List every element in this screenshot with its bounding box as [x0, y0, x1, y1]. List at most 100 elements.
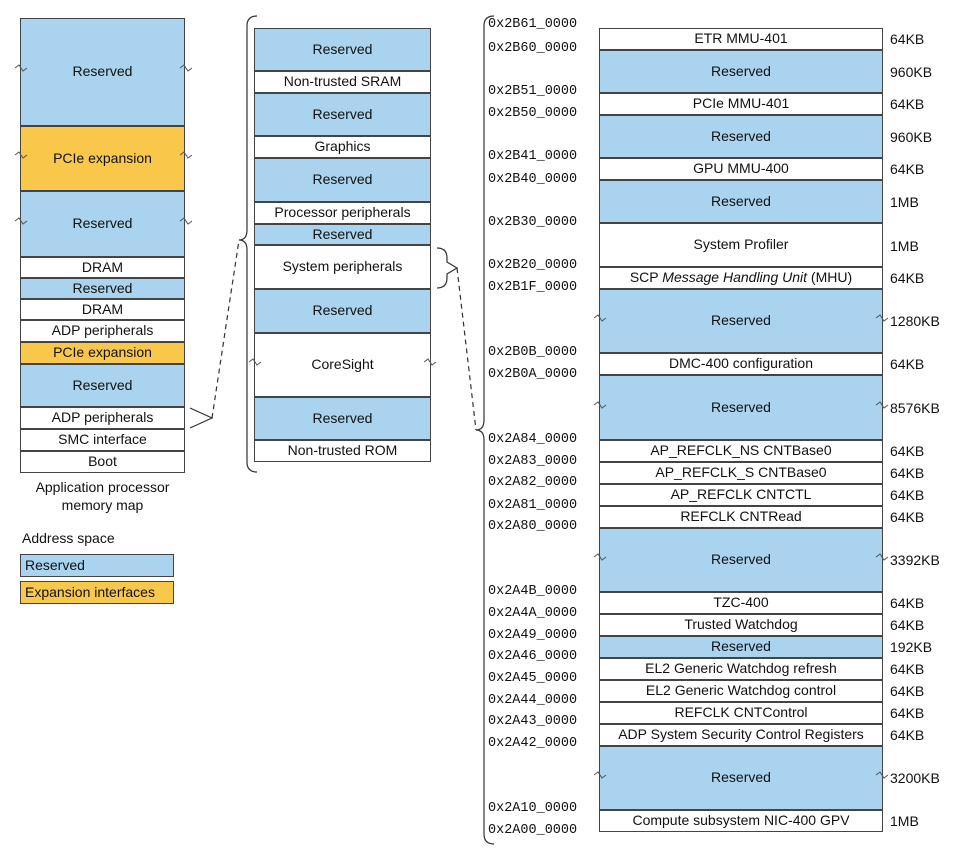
address-label: 0x2A46_0000 [488, 649, 578, 664]
adp-block-non-trusted-rom: Non-trusted ROM [254, 440, 431, 462]
sys-block-scp-mhu: SCP Message Handling Unit (MHU) [599, 267, 883, 289]
sys-block-dmc-400-configuration: DMC-400 configuration [599, 353, 883, 375]
address-label: 0x2A00_0000 [488, 823, 578, 838]
adp-block-processor-peripherals: Processor peripherals [254, 202, 431, 224]
address-label: 0x2B50_0000 [488, 106, 578, 121]
sys-block-ap-refclk-s-cntbase0: AP_REFCLK_S CNTBase0 [599, 462, 883, 484]
app-block-adp-peripherals-1: ADP peripherals [20, 320, 185, 342]
sys-block-scp-mhu-label: SCP Message Handling Unit (MHU) [629, 269, 853, 286]
address-label: 0x2B40_0000 [488, 172, 578, 187]
size-label: 64KB [890, 683, 925, 699]
address-label: 0x2A42_0000 [488, 736, 578, 751]
adp-block-system-peripherals: System peripherals [254, 245, 431, 289]
app-block-reserved-2: Reserved [20, 191, 185, 257]
size-label: 64KB [890, 595, 925, 611]
sys-block-refclk-cntcontrol: REFCLK CNTControl [599, 702, 883, 724]
size-label: 64KB [890, 356, 925, 372]
address-label: 0x2B0B_0000 [488, 345, 578, 360]
size-label: 1MB [890, 813, 919, 829]
sys-block-ap-refclk-cntctl: AP_REFCLK CNTCTL [599, 484, 883, 506]
address-label: 0x2A10_0000 [488, 801, 578, 816]
legend-item-reserved: Reserved [20, 554, 174, 577]
sys-block-reserved-5: Reserved [599, 375, 883, 440]
sys-block-reserved-1: Reserved [599, 50, 883, 93]
size-label: 64KB [890, 465, 925, 481]
size-label: 1280KB [890, 313, 940, 329]
address-label: 0x2A4B_0000 [488, 584, 578, 599]
size-label: 3392KB [890, 552, 940, 568]
adp-pointer [189, 407, 214, 429]
adp-block-reserved-6: Reserved [254, 397, 431, 440]
dashed-connector-2 [456, 267, 477, 431]
adp-block-reserved-3: Reserved [254, 158, 431, 202]
size-label: 1MB [890, 194, 919, 210]
app-block-pcie-expansion-2: PCIe expansion [20, 342, 185, 364]
size-label: 64KB [890, 96, 925, 112]
app-block-reserved-3: Reserved [20, 278, 185, 299]
sys-block-reserved-2: Reserved [599, 115, 883, 158]
legend-item-expansion-interfaces: Expansion interfaces [20, 581, 174, 604]
sys-block-el2-watchdog-refresh: EL2 Generic Watchdog refresh [599, 658, 883, 680]
size-label: 64KB [890, 661, 925, 677]
app-block-reserved-1: Reserved [20, 18, 185, 126]
adp-block-non-trusted-sram: Non-trusted SRAM [254, 71, 431, 93]
address-label: 0x2A82_0000 [488, 475, 578, 490]
address-label: 0x2B30_0000 [488, 215, 578, 230]
adp-block-reserved-5: Reserved [254, 289, 431, 333]
app-block-pcie-expansion-1: PCIe expansion [20, 126, 185, 191]
app-map-caption-line-1: Application processor [35, 479, 170, 495]
sys-block-etr-mmu-401: ETR MMU-401 [599, 28, 883, 50]
size-label: 64KB [890, 161, 925, 177]
adp-block-coresight: CoreSight [254, 333, 431, 397]
app-map-caption-line-2: memory map [61, 497, 144, 513]
address-label: 0x2A4A_0000 [488, 606, 578, 621]
size-label: 8576KB [890, 400, 940, 416]
address-label: 0x2B1F_0000 [488, 280, 578, 295]
system-pointer [436, 247, 459, 289]
app-block-dram-2: DRAM [20, 299, 185, 320]
address-label: 0x2B61_0000 [488, 17, 578, 32]
size-label: 192KB [890, 639, 933, 655]
sys-block-adp-security-control: ADP System Security Control Registers [599, 724, 883, 746]
app-block-reserved-4: Reserved [20, 364, 185, 407]
address-label: 0x2B20_0000 [488, 258, 578, 273]
app-block-smc-interface: SMC interface [20, 429, 185, 451]
address-label: 0x2A81_0000 [488, 498, 578, 513]
size-label: 64KB [890, 705, 925, 721]
adp-block-reserved-1: Reserved [254, 28, 431, 71]
size-label: 1MB [890, 238, 919, 254]
address-label: 0x2A49_0000 [488, 628, 578, 643]
adp-block-reserved-4: Reserved [254, 224, 431, 245]
sys-block-tzc-400: TZC-400 [599, 592, 883, 614]
size-label: 3200KB [890, 770, 940, 786]
size-label: 64KB [890, 31, 925, 47]
size-label: 64KB [890, 509, 925, 525]
address-label: 0x2B60_0000 [488, 41, 578, 56]
adp-block-reserved-2: Reserved [254, 93, 431, 136]
address-label: 0x2A43_0000 [488, 714, 578, 729]
sys-block-system-profiler: System Profiler [599, 223, 883, 267]
sys-block-reserved-3: Reserved [599, 180, 883, 223]
sys-block-nic-400-gpv: Compute subsystem NIC-400 GPV [599, 810, 883, 832]
sys-block-ap-refclk-ns-cntbase0: AP_REFCLK_NS CNTBase0 [599, 440, 883, 462]
size-label: 64KB [890, 617, 925, 633]
size-label: 64KB [890, 270, 925, 286]
size-label: 64KB [890, 727, 925, 743]
address-label: 0x2B51_0000 [488, 84, 578, 99]
sys-block-reserved-4: Reserved [599, 289, 883, 353]
sys-block-reserved-8: Reserved [599, 746, 883, 810]
app-block-boot: Boot [20, 451, 185, 473]
sys-block-trusted-watchdog: Trusted Watchdog [599, 614, 883, 636]
sys-block-reserved-6: Reserved [599, 528, 883, 592]
address-label: 0x2B41_0000 [488, 149, 578, 164]
size-label: 960KB [890, 64, 933, 80]
dashed-connector-1 [211, 239, 240, 419]
legend-title: Address space [22, 530, 115, 546]
size-label: 64KB [890, 487, 925, 503]
address-label: 0x2A84_0000 [488, 432, 578, 447]
sys-block-gpu-mmu-400: GPU MMU-400 [599, 158, 883, 180]
app-block-dram-1: DRAM [20, 257, 185, 278]
sys-block-el2-watchdog-control: EL2 Generic Watchdog control [599, 680, 883, 702]
sys-block-pcie-mmu-401: PCIe MMU-401 [599, 93, 883, 115]
address-label: 0x2A80_0000 [488, 519, 578, 534]
